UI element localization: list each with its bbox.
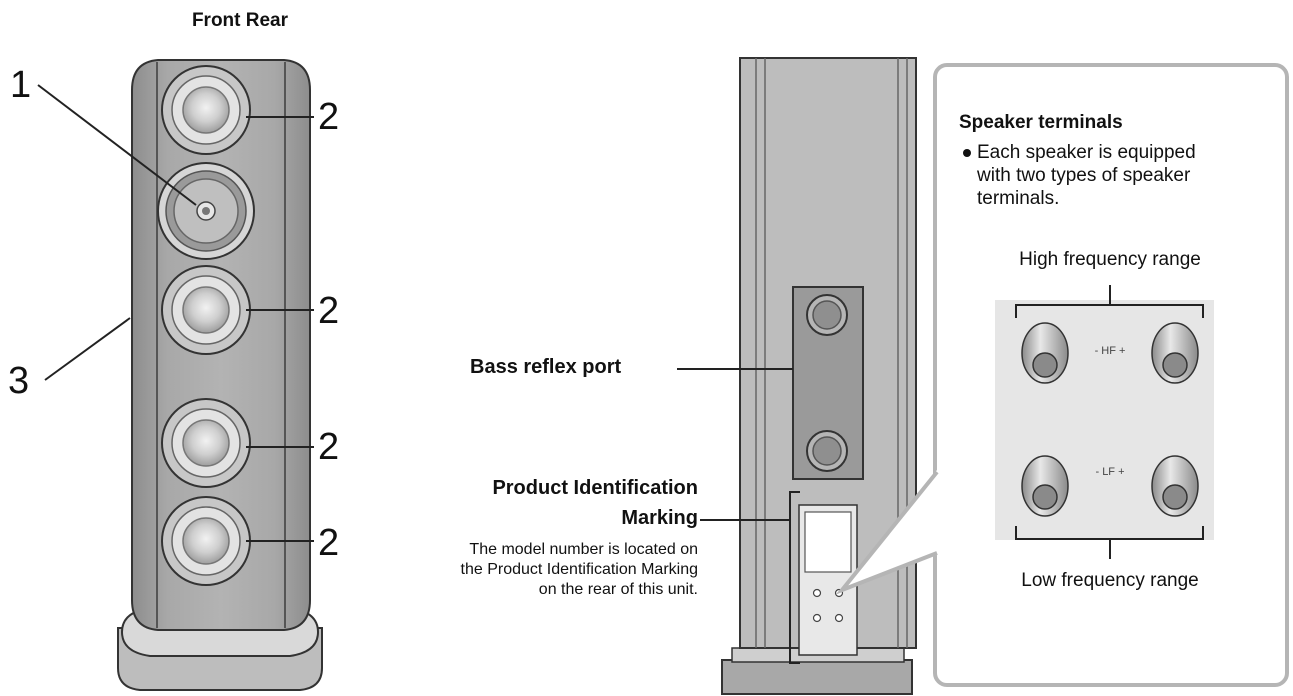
product-id-desc-line1: The model number is located on — [469, 541, 698, 558]
callout-2: 2 — [318, 426, 340, 468]
product-id-title-line1: Product Identification — [492, 477, 698, 499]
hf-polarity-mark: - HF + — [1094, 345, 1126, 357]
bass-reflex-label: Bass reflex port — [470, 356, 622, 378]
low-frequency-range-label: Low frequency range — [1021, 570, 1199, 591]
front-leader-lines — [37, 84, 314, 542]
woofer-driver — [161, 398, 251, 488]
lf-terminal-left — [1021, 455, 1069, 517]
callout-2: 2 — [318, 96, 340, 138]
speaker-terminals-title: Speaker terminals — [959, 112, 1123, 133]
lf-terminal-right — [1151, 455, 1199, 517]
tweeter-driver — [157, 162, 255, 260]
product-id-desc-line2: the Product Identification Marking — [460, 561, 698, 578]
callout-2: 2 — [318, 290, 340, 332]
rear-leader-lines — [677, 368, 800, 664]
product-id-plate — [798, 504, 858, 656]
front-speaker — [117, 59, 323, 691]
hf-terminal-left — [1021, 322, 1069, 384]
bullet-line-2: with two types of speaker — [977, 165, 1191, 186]
callout-3: 3 — [8, 360, 30, 402]
callout-1: 1 — [10, 64, 32, 106]
bass-reflex-panel — [792, 286, 864, 480]
bullet-icon — [963, 149, 971, 157]
hf-terminal-right — [1151, 322, 1199, 384]
lf-polarity-mark: - LF + — [1095, 466, 1125, 478]
woofer-driver — [161, 65, 251, 155]
woofer-driver — [161, 496, 251, 586]
high-frequency-range-label: High frequency range — [1019, 249, 1201, 270]
bullet-line-3: terminals. — [977, 188, 1060, 209]
bullet-line-1: Each speaker is equipped — [977, 142, 1196, 163]
callout-2: 2 — [318, 522, 340, 564]
front-rear-header: Front Rear — [191, 10, 289, 31]
woofer-driver — [161, 265, 251, 355]
product-id-desc-line3: on the rear of this unit. — [538, 581, 698, 598]
product-id-title-line2: Marking — [621, 507, 698, 529]
